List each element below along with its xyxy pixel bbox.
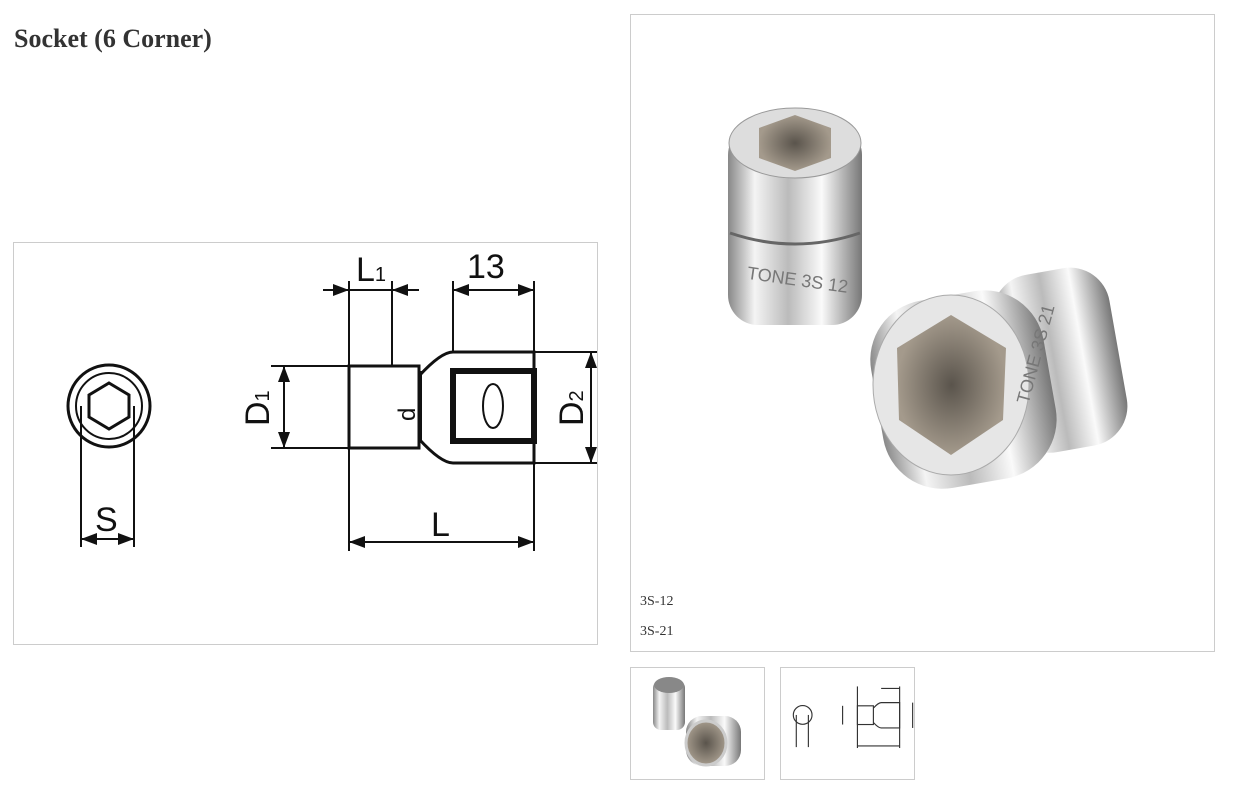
- label-d1: D: [239, 401, 277, 426]
- caption-3s-12: 3S-12: [640, 594, 674, 609]
- svg-text:D1: D1: [239, 390, 277, 426]
- large-socket-image: TONE 3S 21: [870, 267, 1128, 489]
- dimension-drawing[interactable]: L1 13 D1 d D2 S L: [13, 242, 601, 645]
- drawing-thumbnail[interactable]: [780, 667, 915, 780]
- label-d2-sub: 2: [566, 390, 588, 401]
- label-l1-sub: 1: [375, 264, 386, 286]
- label-l1: L: [356, 251, 375, 289]
- label-l: L: [431, 506, 450, 544]
- label-d2: D: [553, 401, 591, 426]
- svg-text:L1: L1: [356, 251, 386, 289]
- label-d1-sub: 1: [252, 390, 274, 401]
- small-socket-image: TONE 3S 12: [728, 107, 862, 325]
- dimension-drawing-svg: L1 13 D1 d D2 S L: [66, 248, 601, 551]
- caption-3s-21: 3S-21: [640, 624, 674, 639]
- product-photo[interactable]: TONE 3S 12 TONE 3S 21 3S-12 3S-21: [630, 14, 1215, 652]
- thumbnail-socket-image: [653, 677, 741, 767]
- label-13: 13: [467, 248, 505, 286]
- socket-photo-illustration: TONE 3S 12 TONE 3S 21: [728, 107, 1128, 489]
- svg-text:D2: D2: [553, 390, 591, 426]
- label-s: S: [95, 501, 118, 539]
- page-title: Socket (6 Corner): [14, 24, 212, 53]
- label-d: d: [394, 408, 421, 421]
- thumbnail-drawing-image: [792, 686, 914, 749]
- photo-thumbnail[interactable]: [630, 667, 765, 780]
